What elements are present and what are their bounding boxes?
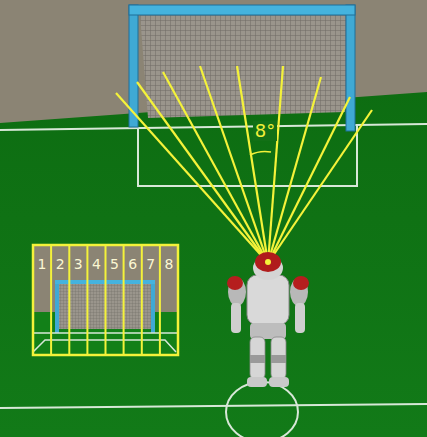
sector-number: 8 bbox=[164, 256, 173, 272]
robot bbox=[227, 252, 309, 387]
crossbar bbox=[129, 5, 355, 15]
center-circle bbox=[226, 382, 298, 437]
camera-inset bbox=[33, 245, 178, 355]
view-rays bbox=[116, 66, 372, 263]
sector-number: 4 bbox=[92, 256, 101, 272]
sector-number: 7 bbox=[146, 256, 155, 272]
sector-number: 2 bbox=[56, 256, 65, 272]
sector-number: 1 bbox=[38, 256, 47, 272]
goal-post bbox=[346, 5, 355, 131]
sector-number: 6 bbox=[128, 256, 137, 272]
goal-net bbox=[140, 12, 352, 118]
angle-arc bbox=[250, 151, 271, 155]
angle-label: 8° bbox=[253, 121, 277, 141]
halfway-line bbox=[0, 404, 427, 408]
sector-number: 3 bbox=[74, 256, 83, 272]
sector-number: 5 bbox=[110, 256, 119, 272]
